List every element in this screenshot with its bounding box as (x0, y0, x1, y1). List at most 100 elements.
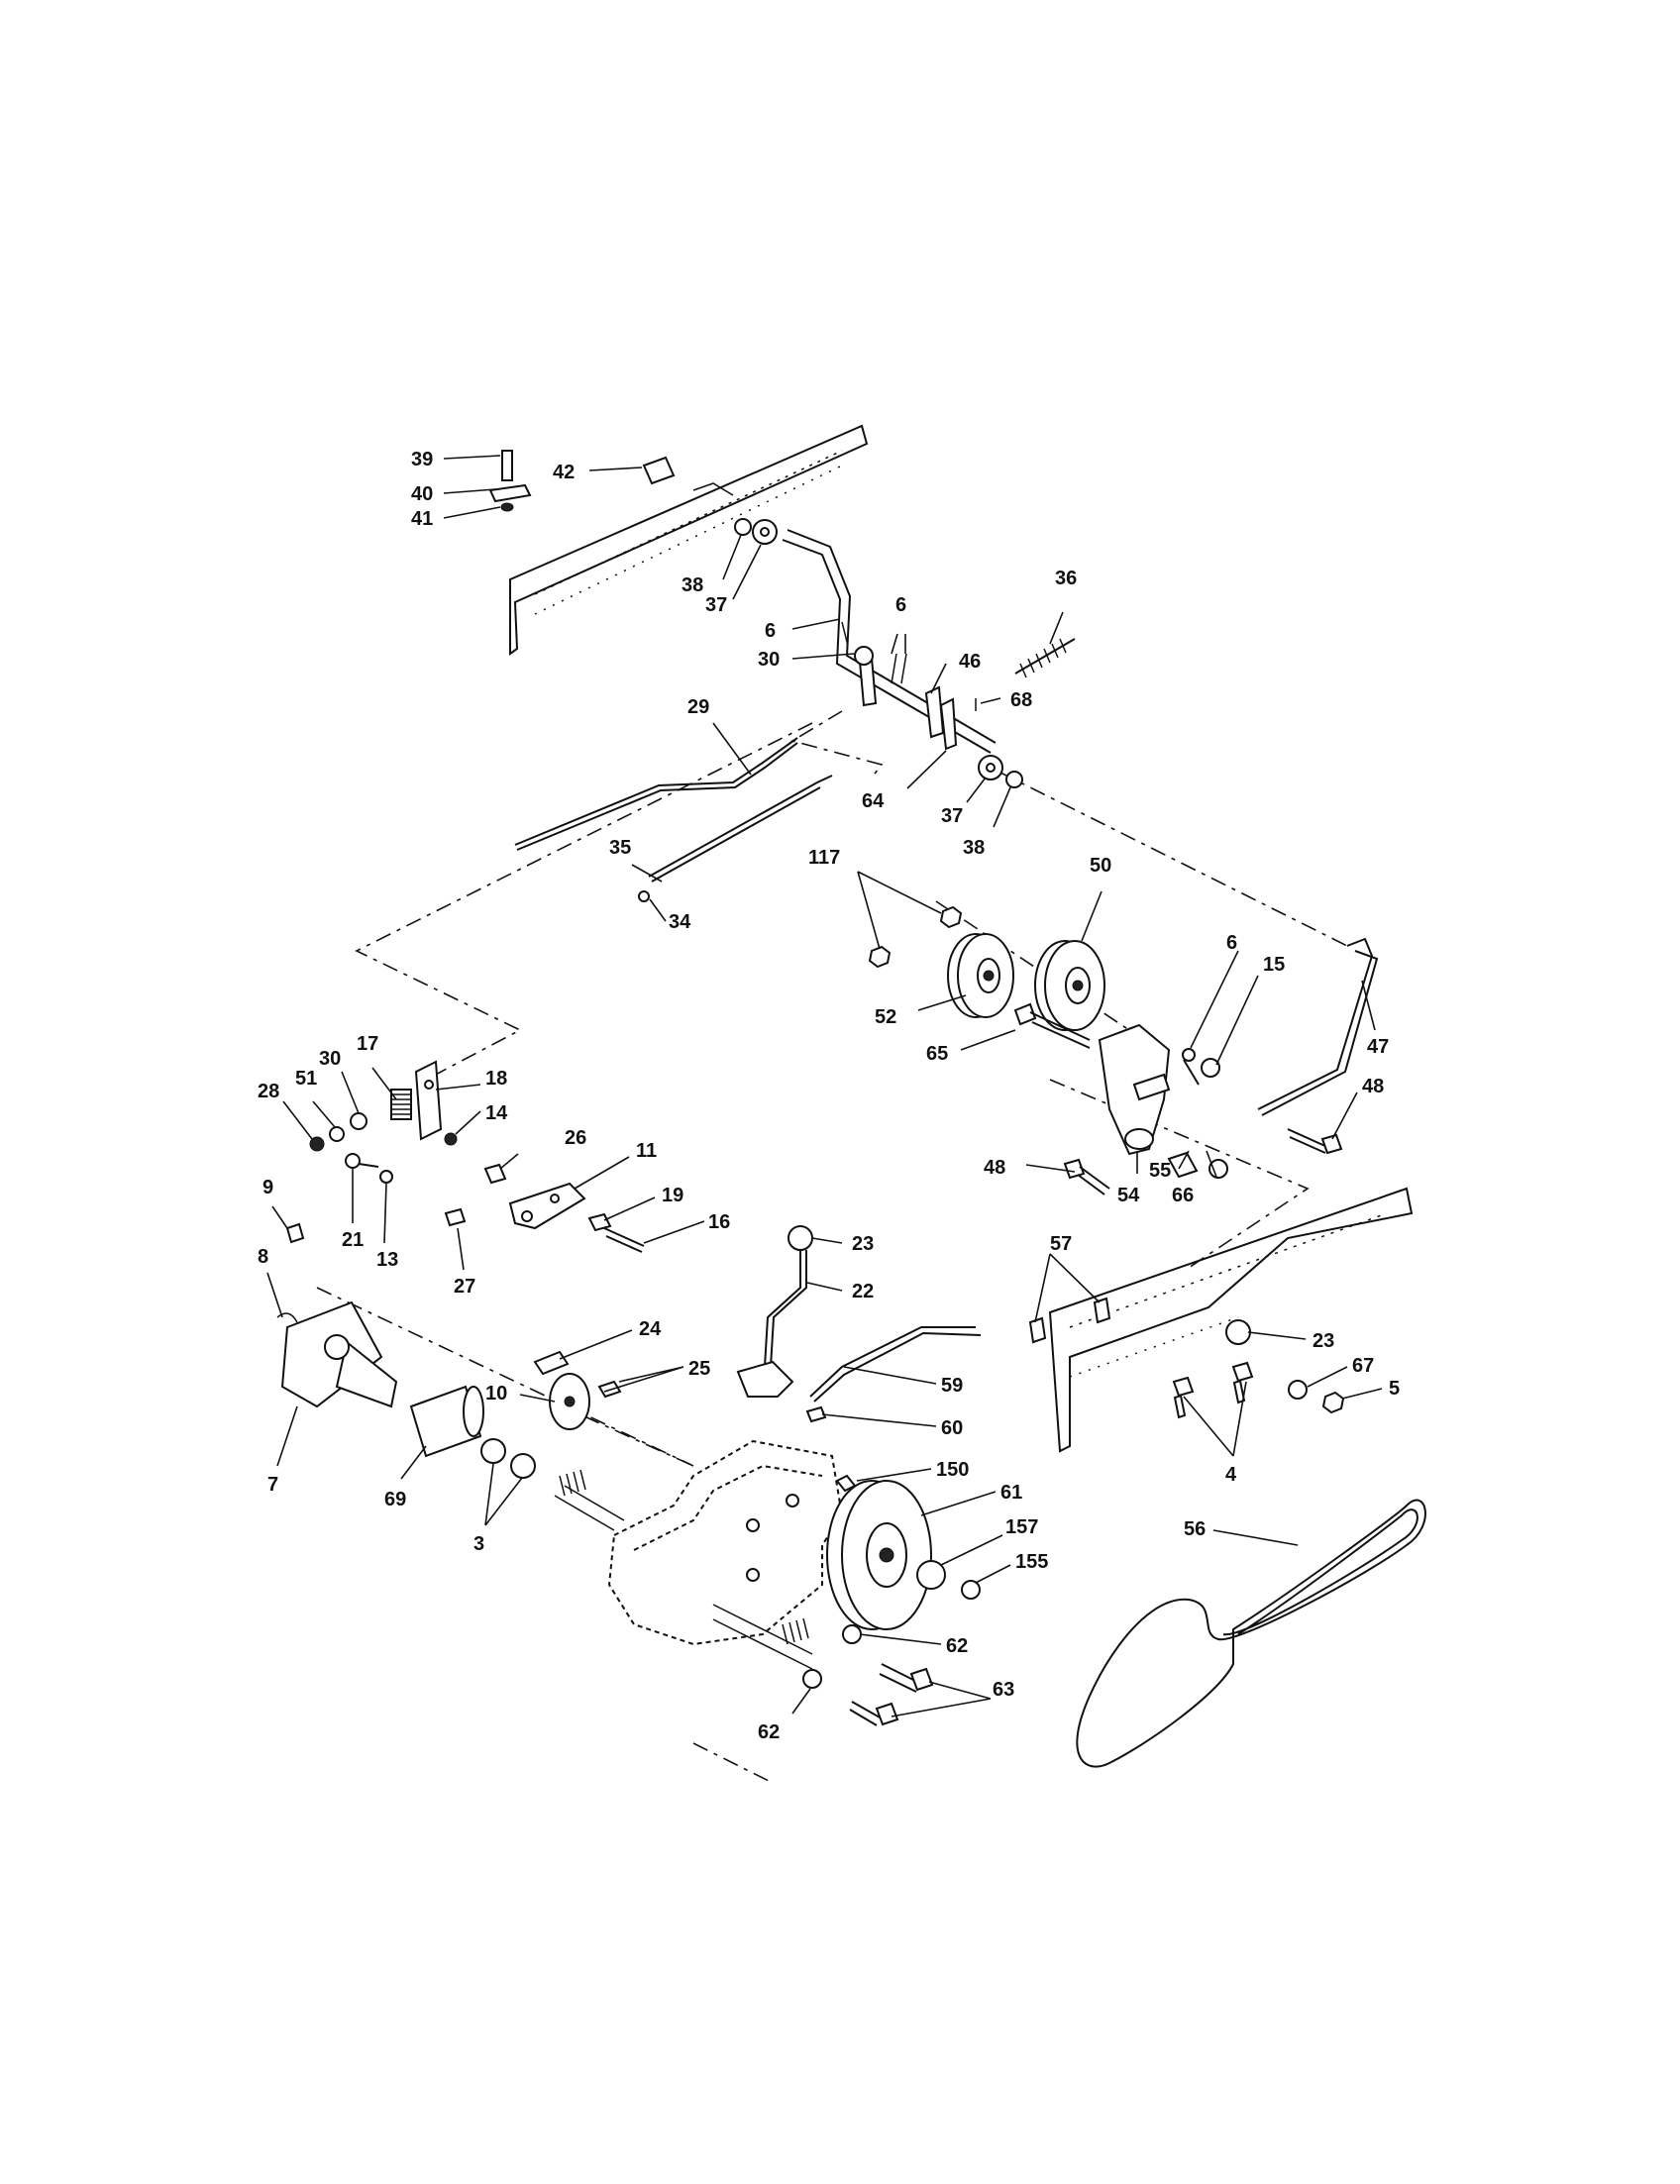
callout-34: 34 (669, 911, 691, 933)
bushing-34 (638, 890, 650, 902)
callout-62-right: 62 (946, 1635, 968, 1657)
axle-spline-left (559, 1469, 586, 1497)
bolt-4b (1172, 1376, 1195, 1419)
callout-54: 54 (1117, 1185, 1140, 1206)
fitting-26 (483, 1163, 507, 1185)
callout-55: 55 (1149, 1160, 1171, 1182)
control-bracket-18 (414, 1060, 443, 1141)
callout-63: 63 (993, 1679, 1014, 1701)
nut-38-lower (1005, 771, 1023, 788)
nut-117b (868, 945, 892, 969)
callout-46: 46 (959, 651, 981, 673)
shaft-arm-right (939, 697, 958, 751)
callout-66: 66 (1172, 1185, 1194, 1206)
callout-8: 8 (258, 1246, 268, 1268)
shaft-arm-46 (924, 685, 945, 739)
idler-pulley-52 (947, 933, 1014, 1018)
callout-27: 27 (454, 1276, 475, 1298)
washer-13 (379, 1170, 393, 1184)
bolt-48-right (1287, 1128, 1343, 1155)
callout-14: 14 (485, 1102, 508, 1124)
cotter-pin-6a (841, 621, 849, 647)
ring-155 (961, 1580, 981, 1600)
bolt-65 (1013, 1002, 1091, 1049)
nut-41 (500, 502, 514, 512)
callout-52: 52 (875, 1006, 896, 1028)
callout-68: 68 (1010, 689, 1032, 711)
rod-35 (648, 775, 833, 878)
callout-35: 35 (609, 837, 631, 859)
washer-157 (916, 1560, 946, 1590)
bolt-39 (501, 450, 513, 481)
rod-59 (809, 1326, 982, 1403)
bracket-57b (1028, 1316, 1047, 1344)
fitting-60 (805, 1405, 827, 1423)
callout-69: 69 (384, 1489, 406, 1510)
callout-40: 40 (411, 483, 433, 505)
cotter-pin-6c (1183, 1059, 1200, 1086)
callout-60: 60 (941, 1417, 963, 1439)
washer-51 (329, 1126, 345, 1142)
callout-24: 24 (639, 1318, 662, 1340)
wheel-hub-7 (280, 1300, 398, 1408)
knob-23-right (1225, 1319, 1251, 1345)
callout-41: 41 (411, 508, 433, 530)
callout-39: 39 (411, 449, 433, 470)
callout-48-right: 48 (1362, 1076, 1384, 1097)
bolt-48-left (1063, 1158, 1110, 1196)
spacer-55 (1167, 1151, 1199, 1179)
callout-157: 157 (1005, 1516, 1038, 1538)
callout-7: 7 (267, 1474, 278, 1496)
washer-15 (1201, 1058, 1220, 1078)
callout-48-left: 48 (984, 1157, 1005, 1179)
shift-lever-22 (736, 1225, 813, 1398)
right-frame-rail (1048, 1187, 1414, 1453)
shift-knob-23 (788, 1225, 813, 1251)
nut-117a (939, 905, 963, 929)
callout-65: 65 (926, 1043, 948, 1065)
callout-150: 150 (936, 1459, 969, 1481)
bolt-9 (285, 1222, 305, 1244)
dash-brake-to-transaxle (583, 1415, 694, 1467)
clip-bolt-assembly (488, 450, 532, 512)
idler-pulley-50 (1034, 940, 1105, 1031)
washer-3b (510, 1453, 536, 1479)
callout-42: 42 (553, 462, 575, 483)
clip-8 (276, 1312, 298, 1323)
callout-37-lower: 37 (941, 805, 963, 827)
callout-19: 19 (662, 1185, 683, 1206)
spacer-69 (409, 1385, 484, 1458)
nut-14 (444, 1132, 458, 1146)
clip-40 (488, 483, 532, 503)
washer-38-upper (734, 518, 752, 536)
callout-47: 47 (1367, 1036, 1389, 1058)
callout-6-c: 6 (1226, 932, 1237, 954)
dash-axle-bolts (692, 1742, 774, 1784)
bolt-63b (849, 1701, 899, 1726)
callout-30-upper: 30 (758, 649, 780, 671)
callout-23-upper: 23 (852, 1233, 874, 1255)
callout-5: 5 (1389, 1378, 1400, 1400)
callout-25: 25 (688, 1358, 710, 1380)
callout-50: 50 (1090, 855, 1111, 877)
cross-shaft-64 (782, 529, 997, 754)
washer-30-upper (854, 646, 874, 666)
spring-36 (1014, 638, 1076, 678)
dash-hub-to-transaxle (316, 1287, 694, 1467)
brake-pad-24 (533, 1350, 570, 1376)
callout-6-a: 6 (765, 620, 776, 642)
callout-67: 67 (1352, 1355, 1374, 1377)
callout-38-upper: 38 (682, 574, 703, 596)
callout-16: 16 (708, 1211, 730, 1233)
callout-9: 9 (262, 1177, 273, 1198)
callout-38-lower: 38 (963, 837, 985, 859)
bracket-57a (1093, 1297, 1111, 1324)
bolt-63a (879, 1663, 934, 1693)
callout-155: 155 (1015, 1551, 1048, 1573)
washer-66 (1208, 1159, 1228, 1179)
callout-57: 57 (1050, 1233, 1072, 1255)
callout-21: 21 (342, 1229, 364, 1251)
bolt-27 (444, 1207, 467, 1227)
right-frame-rail-outline (1048, 1187, 1414, 1453)
